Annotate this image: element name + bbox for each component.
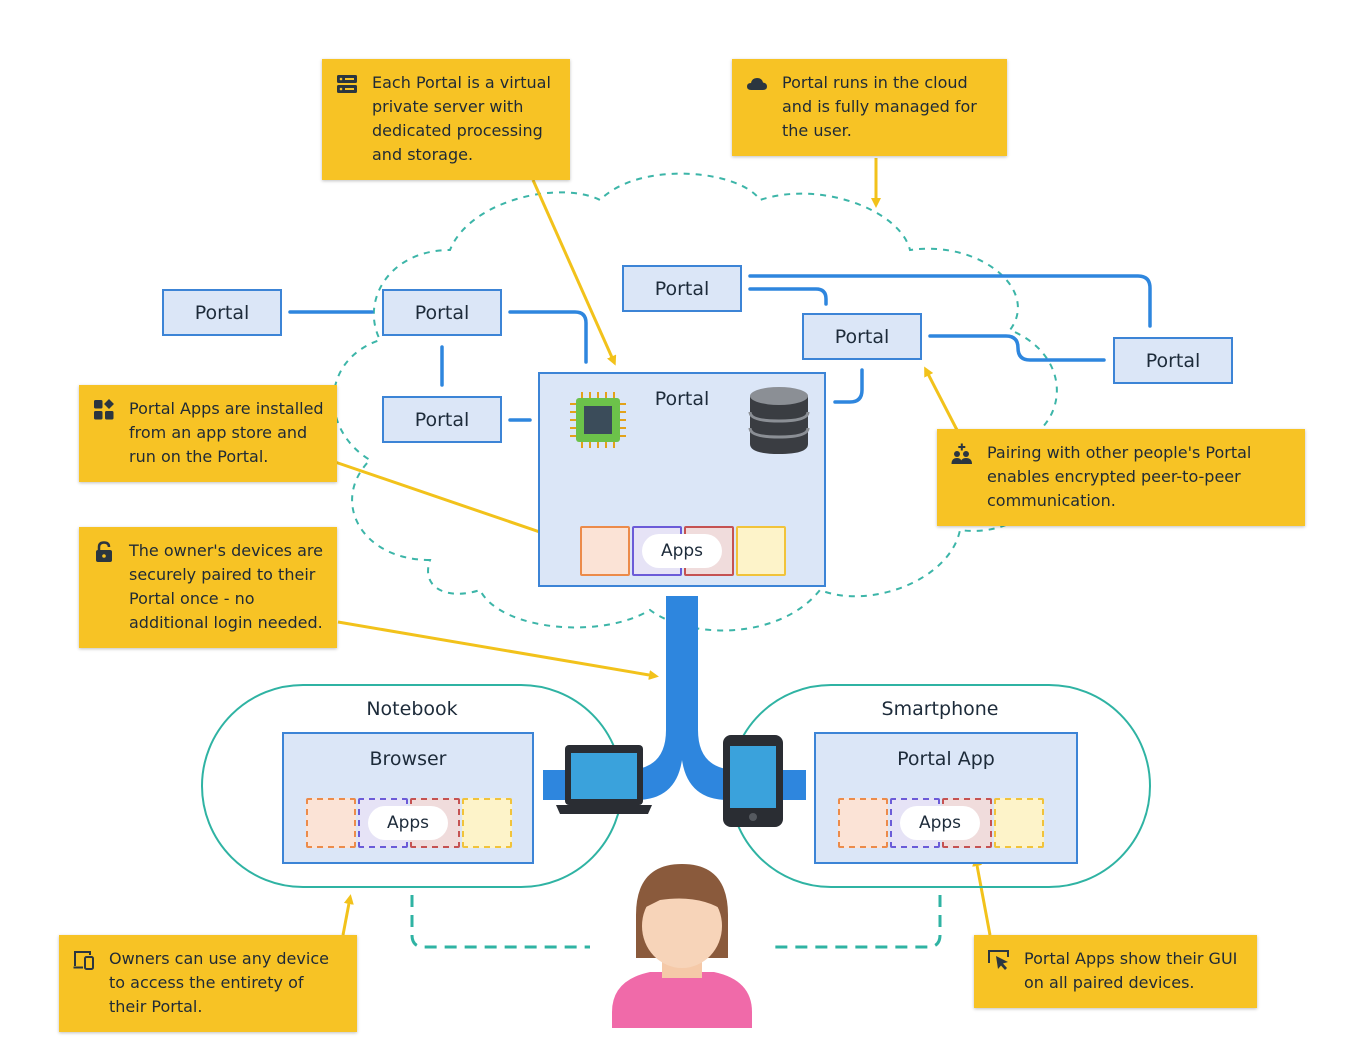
browser-panel[interactable]: Browser Apps — [282, 732, 534, 864]
server-icon — [337, 75, 357, 93]
apps-label: Apps — [642, 534, 722, 568]
note-any-device-text: Owners can use any device to access the … — [109, 949, 329, 1016]
devices-icon — [73, 951, 94, 970]
portal-node-left-bottom[interactable]: Portal — [382, 396, 502, 443]
note-apps-installed-text: Portal Apps are installed from an app st… — [129, 399, 324, 466]
note-vps-text: Each Portal is a virtual private server … — [372, 73, 551, 164]
portal-app-title: Portal App — [897, 748, 995, 770]
cpu-chip-icon — [570, 392, 626, 448]
note-apps-installed: Portal Apps are installed from an app st… — [79, 385, 337, 482]
note-gui-text: Portal Apps show their GUI on all paired… — [1024, 949, 1238, 992]
note-pairing: Pairing with other people's Portal enabl… — [937, 429, 1305, 526]
smartphone-title: Smartphone — [881, 698, 999, 720]
note-vps: Each Portal is a virtual private server … — [322, 59, 570, 180]
phone-icon — [723, 735, 783, 827]
add-user-group-icon — [951, 443, 972, 464]
owner-person-icon — [612, 864, 752, 1028]
note-any-device: Owners can use any device to access the … — [59, 935, 357, 1032]
app-tile-orange[interactable] — [306, 798, 356, 848]
cloud-icon — [747, 78, 767, 90]
note-cloud-text: Portal runs in the cloud and is fully ma… — [782, 73, 977, 140]
apps-label: Apps — [368, 806, 448, 840]
app-tile-yellow[interactable] — [994, 798, 1044, 848]
apps-label: Apps — [900, 806, 980, 840]
callout-arrows — [334, 158, 992, 936]
note-owner-devices-text: The owner's devices are securely paired … — [129, 541, 323, 632]
portal-node-left-top[interactable]: Portal — [382, 289, 502, 336]
database-icon — [748, 387, 810, 454]
owner-links — [410, 895, 942, 949]
central-portal[interactable]: Portal Apps — [538, 372, 826, 587]
note-owner-devices: The owner's devices are securely paired … — [79, 527, 337, 648]
app-tile-orange[interactable] — [580, 526, 630, 576]
note-pairing-text: Pairing with other people's Portal enabl… — [987, 443, 1252, 510]
note-cloud: Portal runs in the cloud and is fully ma… — [732, 59, 1007, 156]
portal-node-right-top[interactable]: Portal — [622, 265, 742, 312]
portal-node-right-mid[interactable]: Portal — [802, 313, 922, 360]
cursor-window-icon — [988, 950, 1009, 970]
lock-icon — [96, 541, 112, 562]
laptop-icon — [556, 745, 652, 814]
app-tile-yellow[interactable] — [462, 798, 512, 848]
portal-node-left-far[interactable]: Portal — [162, 289, 282, 336]
app-tile-yellow[interactable] — [736, 526, 786, 576]
portal-app-panel[interactable]: Portal App Apps — [814, 732, 1078, 864]
portal-links — [288, 274, 1152, 422]
note-gui: Portal Apps show their GUI on all paired… — [974, 935, 1257, 1008]
notebook-title: Notebook — [366, 698, 458, 720]
app-tile-orange[interactable] — [838, 798, 888, 848]
apps-grid-icon — [94, 399, 114, 420]
central-portal-title: Portal — [654, 388, 710, 410]
browser-title: Browser — [369, 748, 447, 770]
portal-node-right-far[interactable]: Portal — [1113, 337, 1233, 384]
